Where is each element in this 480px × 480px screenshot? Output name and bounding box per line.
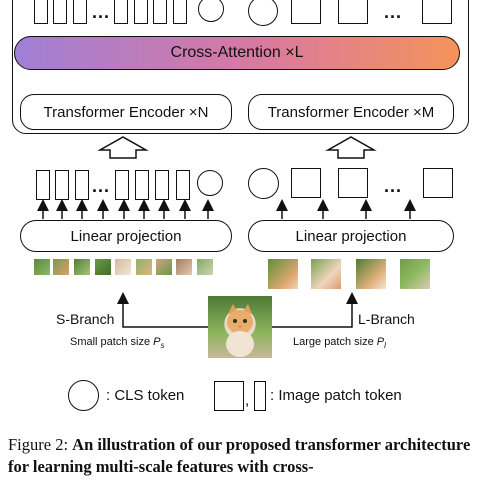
small-patch-size-label: Small patch size Ps [70,336,165,350]
large-patch-size-label: Large patch size Pl [293,336,386,350]
branch-connectors [117,292,358,328]
top-large-cls-token [248,0,278,26]
top-small-token [114,0,128,24]
small-image-patch [115,259,131,275]
small-image-patch [95,259,111,275]
legend-cls-icon [68,380,99,411]
large-image-patch [356,259,386,289]
large-patch-size-text: Large patch size [293,336,377,348]
top-large-token [338,0,368,24]
small-patch-size-sub: s [160,341,165,351]
small-image-patch [74,259,90,275]
large-patch-token [291,168,321,198]
top-large-token [422,0,452,24]
large-transformer-encoder: Transformer Encoder ×M [248,94,454,130]
large-patch-token [338,168,368,198]
small-patch-token [176,170,190,200]
top-large-token [291,0,321,24]
top-small-token [73,0,87,24]
small-token-dots: ... [92,176,111,196]
large-encoder-label: Transformer Encoder ×M [267,103,435,121]
top-large-dots: ... [384,2,403,22]
multi-scale-transformer-box [12,0,469,134]
small-patch-token [115,170,129,200]
small-image-patch [176,259,192,275]
s-branch-label: S-Branch [56,311,115,327]
small-patch-token [55,170,69,200]
large-cls-token [248,168,279,199]
legend-cls-label: : CLS token [106,387,185,404]
large-token-dots: ... [384,176,403,196]
legend-square-patch-icon [214,381,244,411]
large-linear-projection: Linear projection [248,220,454,252]
figure-caption: Figure 2: An illustration of our propose… [8,434,474,478]
large-image-patch [311,259,341,289]
small-linear-projection: Linear projection [20,220,232,252]
legend-separator: , [245,392,250,409]
large-projection-label: Linear projection [295,227,407,245]
top-small-cls-token [198,0,224,22]
caption-bold-text: An illustration of our proposed transfor… [8,435,471,476]
large-image-patch [400,259,430,289]
cross-attention-label: Cross-Attention ×L [170,44,304,61]
caption-figure-number: Figure 2: [8,435,69,454]
small-image-patch [53,259,69,275]
cat-image [208,296,272,358]
cat-drawing [226,304,254,357]
large-hollow-up-arrow [325,136,377,159]
small-patch-token [75,170,89,200]
large-image-patch [268,259,298,289]
large-patch-size-sub: l [384,341,386,351]
legend-tall-patch-icon [254,381,266,411]
legend-patch-label: : Image patch token [270,387,402,404]
cross-attention-block: Cross-Attention ×L [14,36,460,70]
large-projection-arrows [276,199,416,219]
small-image-patch [34,259,50,275]
small-image-patch [136,259,152,275]
small-transformer-encoder: Transformer Encoder ×N [20,94,232,130]
small-patch-token [36,170,50,200]
top-small-token [153,0,167,24]
top-small-token [173,0,187,24]
small-image-patch [156,259,172,275]
small-projection-label: Linear projection [70,227,182,245]
small-image-patch [197,259,213,275]
top-small-token [53,0,67,24]
top-small-token [34,0,48,24]
small-patch-token [155,170,169,200]
l-branch-label: L-Branch [358,311,415,327]
small-patch-size-text: Small patch size [70,336,154,348]
small-hollow-up-arrow [97,136,149,159]
small-patch-size-var: P [153,336,161,348]
top-small-dots: ... [92,2,111,22]
large-patch-token [423,168,453,198]
small-encoder-label: Transformer Encoder ×N [43,103,209,121]
small-patch-token [135,170,149,200]
small-projection-arrows [37,199,214,219]
large-patch-size-var: P [376,336,385,348]
top-small-token [134,0,148,24]
small-cls-token [197,170,223,196]
